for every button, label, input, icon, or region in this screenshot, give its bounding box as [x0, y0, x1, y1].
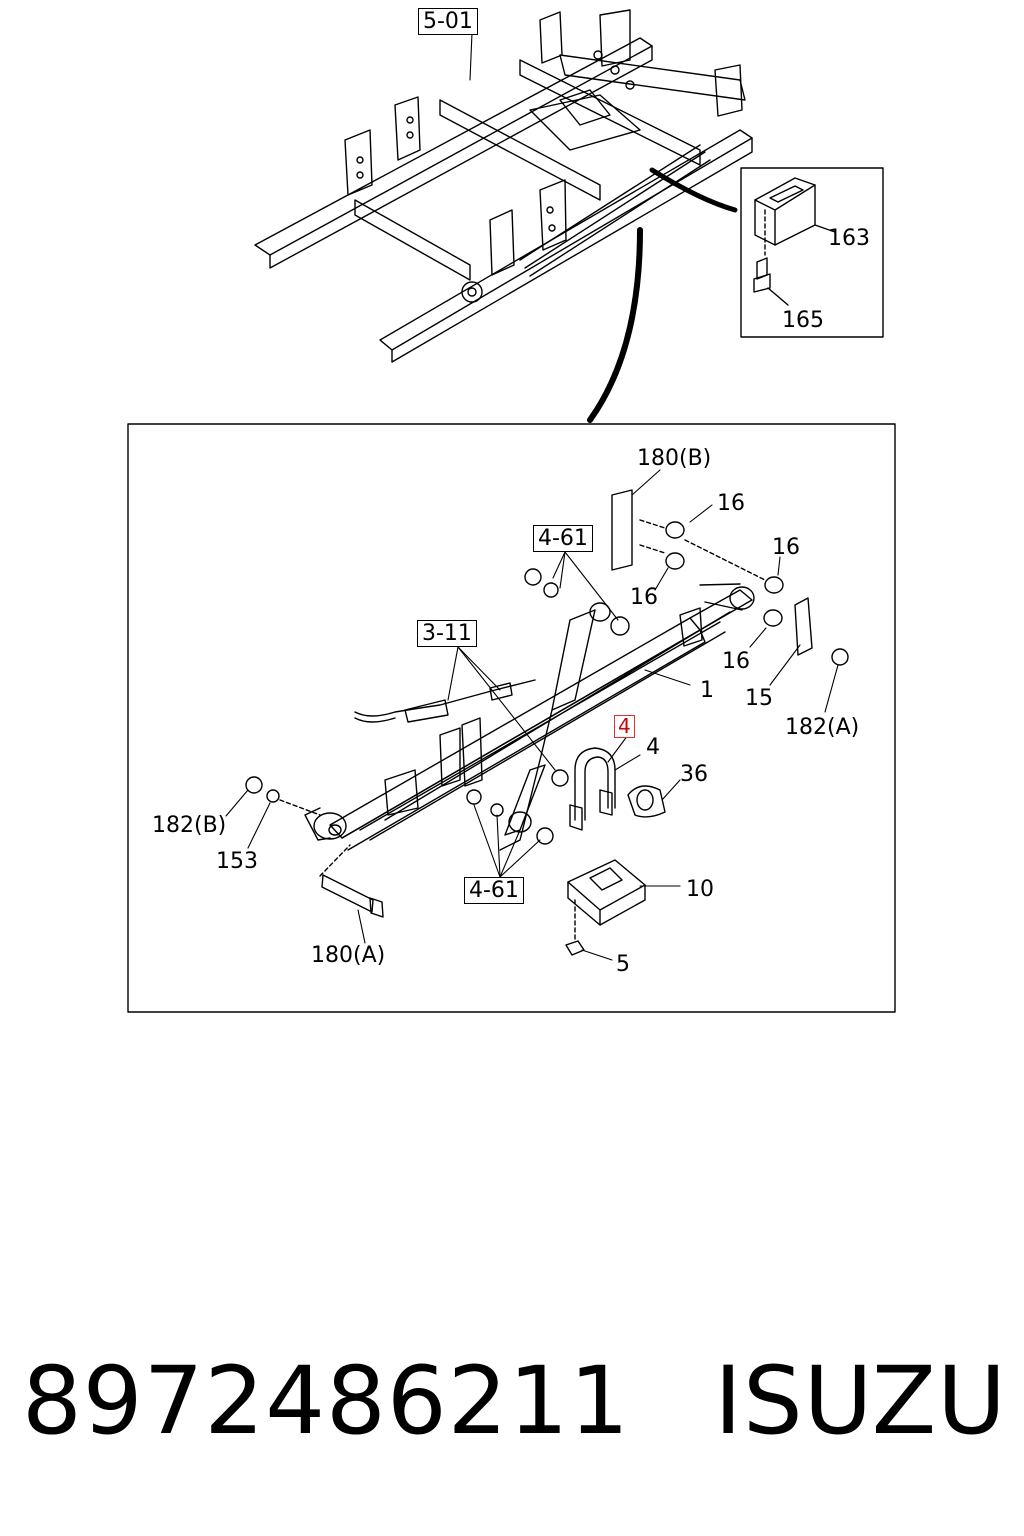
- chassis-frame-drawing: [254, 9, 753, 363]
- callout-182b: 182(B): [152, 813, 227, 838]
- footer: 8972486211 ISUZU: [22, 1355, 1007, 1475]
- callout-16-d: 16: [722, 649, 750, 674]
- spring-seat-plate-drawing: [567, 859, 646, 926]
- nut-182b-drawing: [245, 776, 263, 794]
- reference-label-4-61-top[interactable]: 4-61: [533, 525, 593, 553]
- brand-name: ISUZU: [714, 1347, 1007, 1456]
- part-number: 8972486211: [22, 1347, 631, 1456]
- callout-1: 1: [700, 678, 714, 703]
- callout-163: 163: [828, 226, 870, 251]
- spacer-drawing: [627, 785, 666, 818]
- callout-180b: 180(B): [637, 446, 712, 471]
- callout-5: 5: [616, 952, 630, 977]
- nut-5-drawing: [565, 899, 585, 956]
- callout-36: 36: [680, 762, 708, 787]
- washer-153-drawing: [266, 789, 280, 803]
- bump-stopper-drawing: [754, 177, 816, 256]
- callout-16-a: 16: [717, 491, 745, 516]
- callout-4-highlighted[interactable]: 4: [614, 715, 635, 738]
- shackle-drawing: [611, 489, 813, 656]
- callout-182a: 182(A): [785, 715, 860, 740]
- leaf-spring-drawing: [304, 583, 755, 851]
- reference-label-3-11[interactable]: 3-11: [417, 620, 477, 648]
- callout-4: 4: [646, 735, 660, 760]
- callout-15: 15: [745, 686, 773, 711]
- nut-182a-drawing: [831, 648, 849, 666]
- u-bolt-drawing: [569, 747, 616, 831]
- reference-label-4-61-bottom[interactable]: 4-61: [464, 877, 524, 905]
- callout-10: 10: [686, 877, 714, 902]
- bushing-16c-drawing: [764, 576, 784, 594]
- callout-16-c: 16: [630, 585, 658, 610]
- frame-reference-label[interactable]: 5-01: [418, 8, 478, 36]
- shock-absorber-drawing: [499, 602, 611, 851]
- bolt-180a-drawing: [319, 844, 384, 918]
- callout-16-b: 16: [772, 535, 800, 560]
- callout-153: 153: [216, 849, 258, 874]
- bushing-16b-drawing: [665, 552, 685, 570]
- bushing-16a-drawing: [665, 521, 685, 539]
- bushing-16d-drawing: [763, 609, 783, 627]
- callout-165: 165: [782, 308, 824, 333]
- bolt-165-drawing: [753, 257, 771, 293]
- callout-180a: 180(A): [311, 943, 386, 968]
